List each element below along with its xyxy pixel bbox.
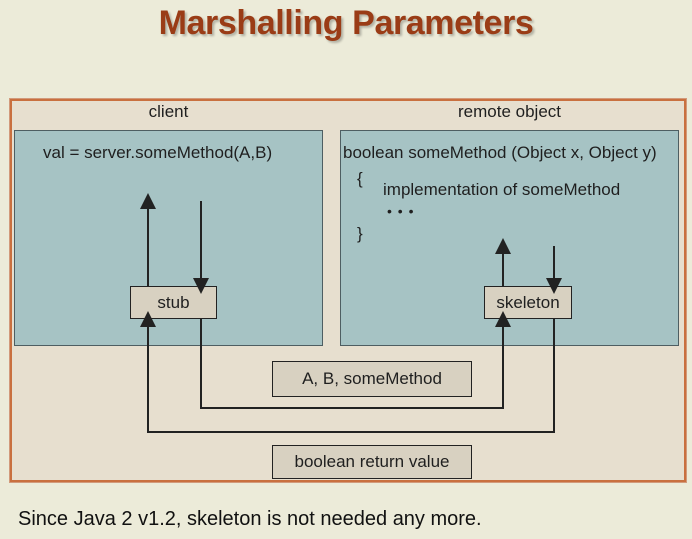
method-signature: boolean someMethod (Object x, Object y) (343, 143, 657, 162)
ellipsis-text: • • • (387, 203, 415, 219)
response-message-box: boolean return value (272, 445, 472, 479)
client-label: client (148, 102, 189, 121)
page-title: Marshalling Parameters (158, 4, 534, 42)
client-call-text: val = server.someMethod(A,B) (43, 143, 273, 162)
open-brace: { (357, 169, 363, 188)
skeleton-box: skeleton (484, 286, 572, 319)
footer-note: Since Java 2 v1.2, skeleton is not neede… (18, 508, 482, 530)
stub-box: stub (130, 286, 217, 319)
implementation-text: implementation of someMethod (383, 180, 621, 199)
close-brace: } (357, 224, 363, 243)
remote-object-label: remote object (458, 102, 561, 121)
request-message-box: A, B, someMethod (272, 361, 472, 397)
